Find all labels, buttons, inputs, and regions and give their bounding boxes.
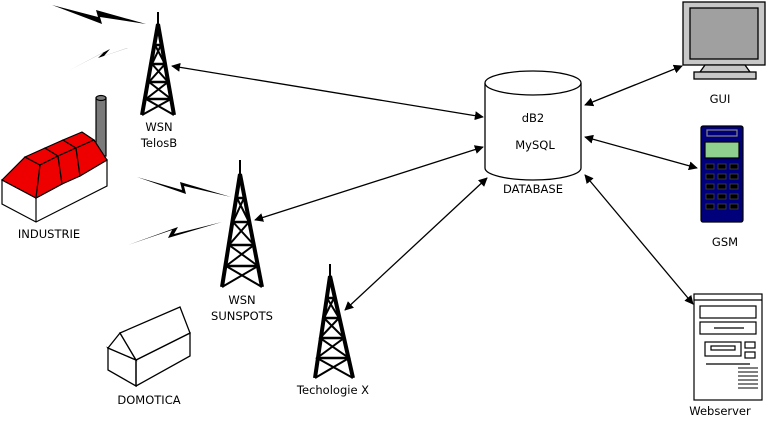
antenna-tower-technologie-x-icon	[313, 264, 355, 379]
lightning-icon	[128, 222, 222, 245]
gsm-label: GSM	[712, 235, 738, 249]
edge-database-gsm	[584, 134, 698, 171]
database-caption: DATABASE	[503, 182, 563, 196]
antenna-tower-sunspots-icon	[220, 160, 264, 288]
gui-label: GUI	[710, 92, 731, 106]
server-tower-icon	[693, 293, 763, 401]
factory-icon	[1, 94, 108, 223]
wireless-signal-icons	[52, 5, 231, 245]
database-label-mysql: MySQL	[515, 138, 555, 152]
wsn-sunspots-label-line1: WSN	[228, 293, 255, 307]
edge-telosb-database	[171, 62, 484, 121]
webserver-label: Webserver	[689, 404, 751, 418]
edge-database-gui	[584, 64, 683, 107]
lightning-icon	[68, 41, 148, 71]
wsn-telosb-label-line2: TelosB	[140, 136, 177, 150]
database-label-db2: dB2	[522, 111, 545, 125]
industrie-label: INDUSTRIE	[18, 227, 80, 241]
mobile-phone-icon	[700, 125, 744, 223]
wsn-telosb-label-line1: WSN	[145, 120, 172, 134]
lightning-icon	[52, 5, 146, 24]
antenna-tower-telosb-icon	[140, 12, 176, 116]
database-cylinder-icon	[484, 70, 582, 181]
edge-sunspots-database	[254, 145, 484, 222]
technologie-x-label: Techologie X	[296, 383, 369, 397]
lightning-icon	[137, 177, 231, 197]
house-icon	[106, 306, 191, 388]
edge-database-webserver	[584, 174, 694, 305]
domotica-label: DOMOTICA	[117, 393, 180, 407]
wsn-sunspots-label-line2: SUNSPOTS	[211, 309, 273, 323]
edge-technologiex-database	[344, 177, 488, 311]
connections	[171, 62, 698, 311]
monitor-icon	[682, 1, 766, 80]
